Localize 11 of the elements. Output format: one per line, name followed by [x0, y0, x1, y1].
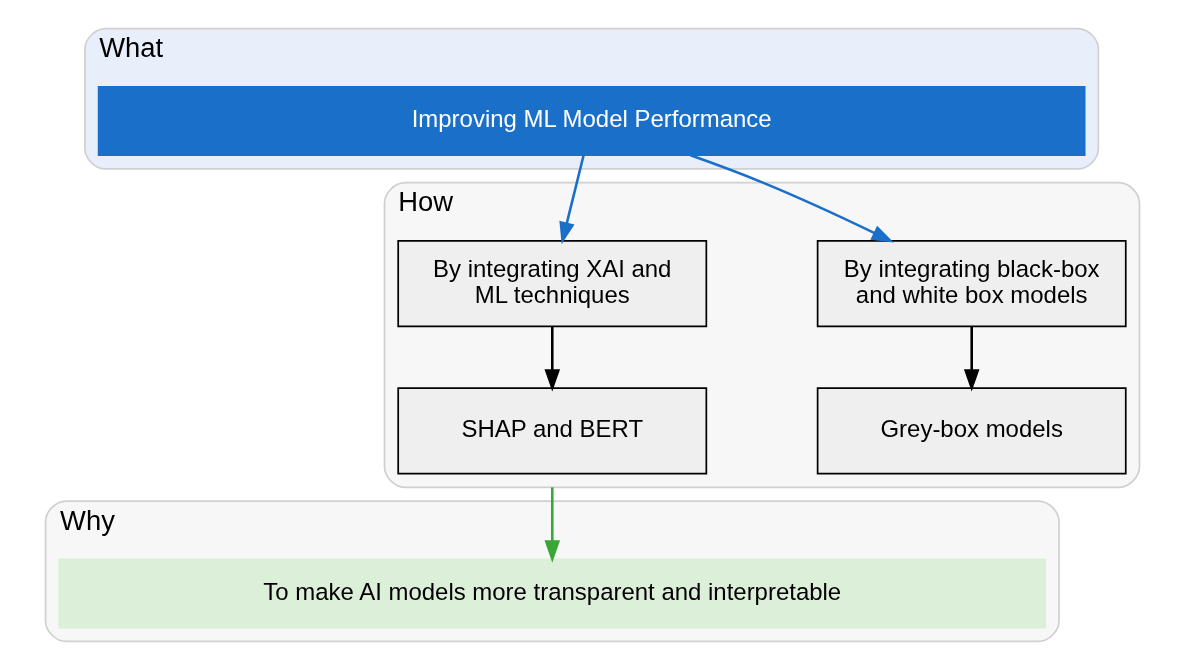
arrow — [963, 326, 980, 392]
node-box: By integrating black-box and white box models — [816, 240, 1127, 328]
node-box: Grey-box models — [816, 387, 1127, 475]
node-box: SHAP and BERT — [397, 387, 708, 475]
arrow — [544, 326, 561, 392]
arrow — [559, 155, 585, 245]
arrow — [544, 487, 561, 563]
node-box: By integrating XAI and ML techniques — [397, 240, 708, 328]
node-box: To make AI models more transparent and interpretable — [58, 558, 1047, 629]
node-box: Improving ML Model Performance — [97, 85, 1086, 157]
arrow — [690, 154, 894, 243]
